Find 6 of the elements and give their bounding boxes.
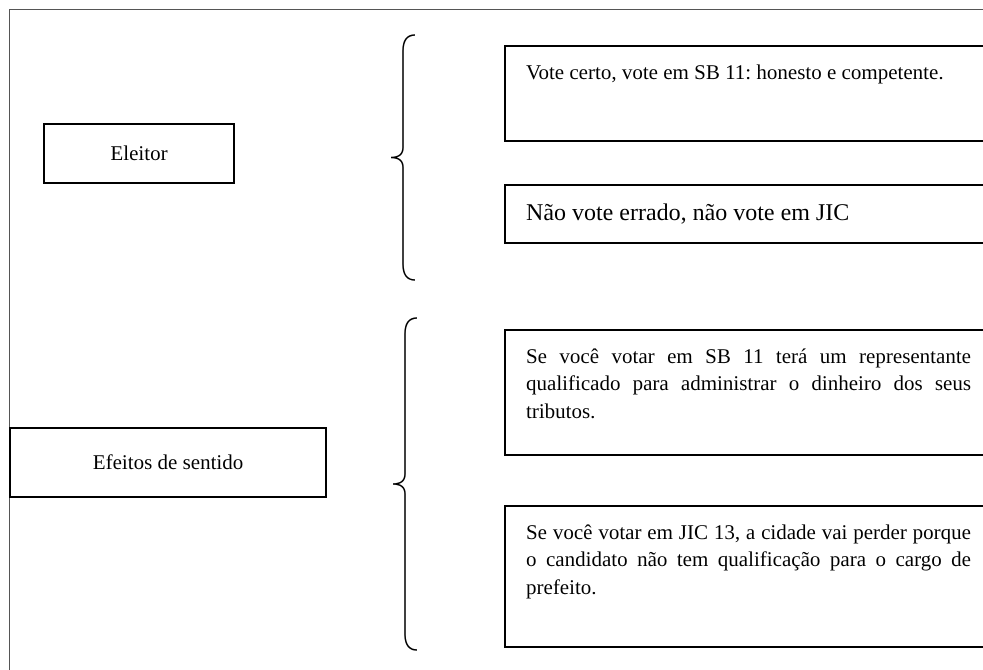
text-box: Não vote errado, não vote em JIC [504,184,983,244]
text-box: Se você votar em JIC 13, a cidade vai perder porque o candidato não tem qualificação para o cargo de prefeito. [504,505,983,648]
text-box: Se você votar em SB 11 terá um representante qualificado para administrar o dinheiro dos seus tributos. [504,329,983,456]
text-box: Eleitor [43,123,235,184]
text-box: Efeitos de sentido [9,427,327,498]
text-box: Vote certo, vote em SB 11: honesto e competente. [504,45,983,142]
